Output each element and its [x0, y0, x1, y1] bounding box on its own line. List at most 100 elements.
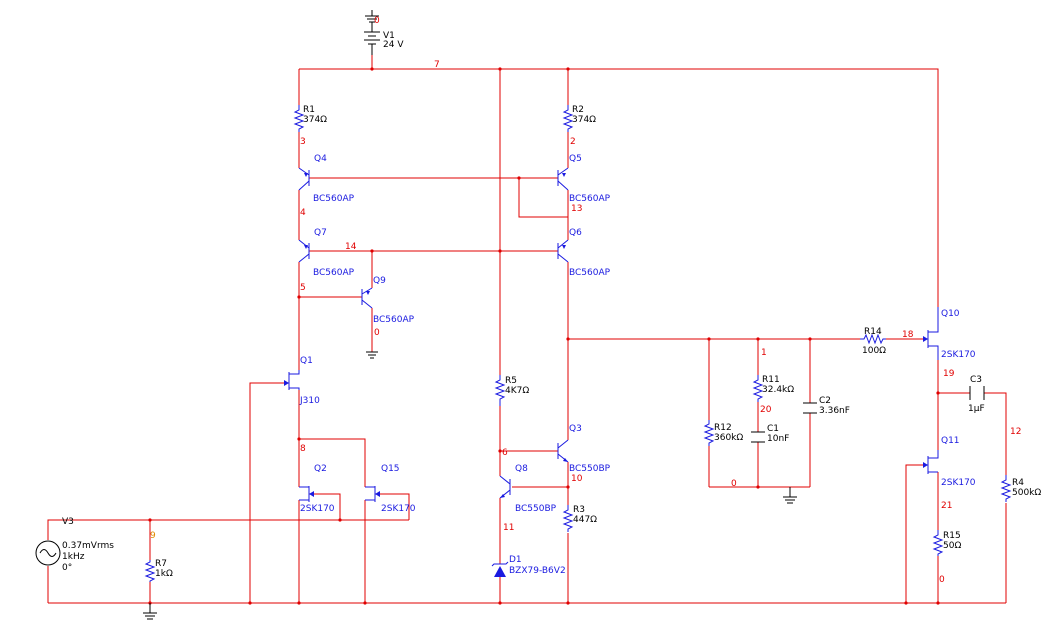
- v3-amplitude-label: 0.37mVrms: [62, 541, 114, 551]
- q15-ref-label: Q15: [381, 464, 400, 474]
- q10-ref-label: Q10: [941, 309, 960, 319]
- node-label-7: 7: [434, 60, 440, 70]
- v1-value-label: 24 V: [383, 40, 404, 50]
- r11-ref-label: R11: [762, 375, 780, 385]
- d1-ref-label: D1: [509, 555, 522, 565]
- c3-value-label: 1µF: [968, 404, 985, 414]
- ground-symbol-main: [143, 603, 157, 620]
- v3-frequency-label: 1kHz: [62, 552, 85, 562]
- q10-model-label: 2SK170: [941, 350, 976, 360]
- transistor-q7[interactable]: [298, 239, 310, 263]
- node-label-4: 4: [300, 208, 306, 218]
- r14-ref-label: R14: [864, 327, 882, 337]
- r12-value-label: 360kΩ: [714, 433, 743, 443]
- resistor-r1[interactable]: [293, 105, 305, 132]
- r4-ref-label: R4: [1012, 478, 1024, 488]
- node-label-0c: 0: [939, 575, 945, 585]
- zener-diode-d1[interactable]: [491, 561, 509, 577]
- node-label-18: 18: [902, 330, 914, 340]
- node-label-9: 9: [150, 531, 156, 541]
- resistor-r14[interactable]: [860, 333, 886, 345]
- q4-model-label: BC560AP: [313, 194, 355, 204]
- r12-ref-label: R12: [714, 423, 732, 433]
- node-label-14: 14: [345, 242, 357, 252]
- q8-model-label: BC550BP: [515, 504, 557, 514]
- d1-model-label: BZX79-B6V2: [509, 566, 566, 576]
- v1-node-label: 0: [374, 16, 380, 26]
- transistor-q3[interactable]: [557, 439, 569, 463]
- r3-value-label: 447Ω: [573, 515, 597, 525]
- node-label-0a: 0: [374, 328, 380, 338]
- q3-model-label: BC550BP: [569, 464, 611, 474]
- r7-value-label: 1kΩ: [155, 569, 173, 579]
- r15-value-label: 50Ω: [943, 541, 961, 551]
- junction-dots: [148, 67, 940, 605]
- r2-ref-label: R2: [572, 105, 584, 115]
- q7-ref-label: Q7: [314, 228, 327, 238]
- node-label-11: 11: [503, 523, 514, 533]
- c3-ref-label: C3: [970, 375, 982, 385]
- transistor-q5[interactable]: [557, 167, 569, 191]
- v1-ref-label: V1: [383, 31, 395, 41]
- r1-value-label: 374Ω: [303, 115, 327, 125]
- jfet-q10[interactable]: [923, 307, 939, 360]
- node-label-12: 12: [1010, 427, 1021, 437]
- q15-model-label: 2SK170: [381, 504, 416, 514]
- jfet-q1[interactable]: [284, 370, 300, 390]
- transistor-q4[interactable]: [298, 167, 310, 191]
- jfet-q11[interactable]: [923, 450, 939, 474]
- q6-ref-label: Q6: [569, 228, 582, 238]
- c1-ref-label: C1: [767, 424, 779, 434]
- node-label-1: 1: [761, 348, 767, 358]
- node-label-13: 13: [571, 204, 582, 214]
- resistor-r15[interactable]: [932, 530, 944, 556]
- wires: [47, 55, 1007, 604]
- resistor-r5[interactable]: [494, 375, 506, 406]
- r15-ref-label: R15: [943, 531, 961, 541]
- transistor-q6[interactable]: [557, 239, 569, 263]
- r2-value-label: 374Ω: [572, 115, 596, 125]
- q11-model-label: 2SK170: [941, 478, 976, 488]
- q1-model-label: J310: [299, 396, 320, 406]
- ac-source-v3[interactable]: [35, 540, 61, 566]
- r1-ref-label: R1: [303, 105, 315, 115]
- resistor-r7[interactable]: [144, 560, 156, 582]
- capacitor-c2[interactable]: [803, 402, 817, 414]
- q4-ref-label: Q4: [314, 154, 327, 164]
- c1-value-label: 10nF: [767, 434, 789, 444]
- q11-ref-label: Q11: [941, 436, 960, 446]
- q2-ref-label: Q2: [314, 464, 327, 474]
- q6-model-label: BC560AP: [569, 268, 611, 278]
- jfet-q15[interactable]: [365, 486, 380, 502]
- battery-v1[interactable]: [364, 22, 380, 55]
- capacitor-c3[interactable]: [969, 386, 985, 400]
- capacitor-c1[interactable]: [751, 431, 765, 443]
- r5-ref-label: R5: [505, 376, 517, 386]
- resistor-r2[interactable]: [562, 105, 574, 132]
- q1-ref-label: Q1: [300, 356, 313, 366]
- node-label-20: 20: [760, 405, 772, 415]
- resistor-r11[interactable]: [752, 375, 764, 402]
- node-label-8: 8: [300, 444, 306, 454]
- r14-value-label: 100Ω: [862, 346, 886, 356]
- r3-ref-label: R3: [573, 505, 585, 515]
- node-label-6: 6: [502, 448, 508, 458]
- q2-model-label: 2SK170: [300, 504, 335, 514]
- transistor-q9[interactable]: [361, 287, 373, 309]
- r11-value-label: 32.4kΩ: [762, 385, 794, 395]
- q5-model-label: BC560AP: [569, 194, 611, 204]
- ground-symbol-filter: [783, 487, 797, 504]
- resistor-r3[interactable]: [562, 505, 574, 532]
- v3-ref-label: V3: [62, 517, 74, 527]
- v3-phase-label: 0°: [62, 563, 72, 573]
- node-label-21: 21: [941, 501, 952, 511]
- resistor-r4[interactable]: [1000, 475, 1012, 502]
- node-label-10: 10: [571, 474, 583, 484]
- node-label-3: 3: [300, 137, 306, 147]
- c2-value-label: 3.36nF: [819, 406, 850, 416]
- transistor-q8[interactable]: [499, 475, 511, 499]
- jfet-q2[interactable]: [299, 486, 314, 502]
- r7-ref-label: R7: [155, 559, 167, 569]
- resistor-r12[interactable]: [703, 420, 715, 446]
